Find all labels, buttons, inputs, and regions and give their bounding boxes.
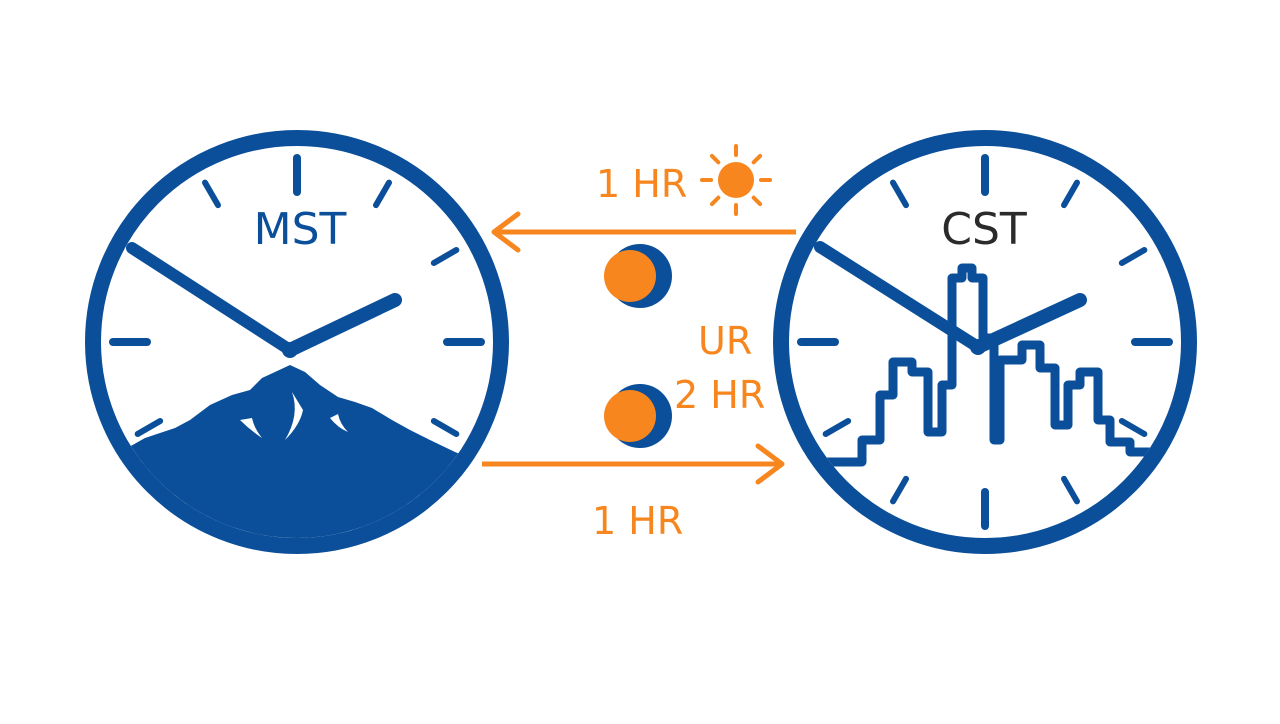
clock-tick xyxy=(373,179,392,209)
clock-tick xyxy=(822,418,852,437)
crescent-moon-icon xyxy=(604,384,672,448)
clock-tick xyxy=(430,247,460,266)
middle-label-ur: UR xyxy=(698,319,752,363)
clock-tick xyxy=(202,179,221,209)
sun-icon xyxy=(700,144,772,216)
crescent-moon-icon xyxy=(604,244,672,308)
bottom-arrow-head xyxy=(755,443,785,485)
cst-minute-hand xyxy=(814,241,984,353)
cst-clock: CST xyxy=(773,130,1197,554)
mst-minute-hand xyxy=(126,242,296,356)
mst-clock-center xyxy=(282,342,298,358)
clock-tick xyxy=(134,418,164,437)
clock-tick xyxy=(1118,418,1148,437)
clock-tick xyxy=(1061,475,1080,505)
cst-hour-hand xyxy=(971,293,1087,354)
cst-label: CST xyxy=(941,204,1027,255)
top-arrow-label: 1 HR xyxy=(596,162,687,206)
clock-tick xyxy=(890,475,909,505)
top-arrow-head xyxy=(491,211,521,253)
cst-clock-center xyxy=(970,339,986,355)
mst-label: MST xyxy=(254,204,347,255)
clock-tick xyxy=(890,179,909,209)
clock-tick xyxy=(1061,179,1080,209)
bottom-arrow-label: 1 HR xyxy=(592,499,683,543)
mst-clock: MST xyxy=(85,130,509,554)
clock-tick xyxy=(430,418,460,437)
top-arrow xyxy=(491,211,796,253)
clock-tick xyxy=(1118,247,1148,266)
bottom-arrow xyxy=(482,443,785,485)
middle-label-2hr: 2 HR xyxy=(674,373,765,417)
mst-hour-hand xyxy=(283,293,402,357)
